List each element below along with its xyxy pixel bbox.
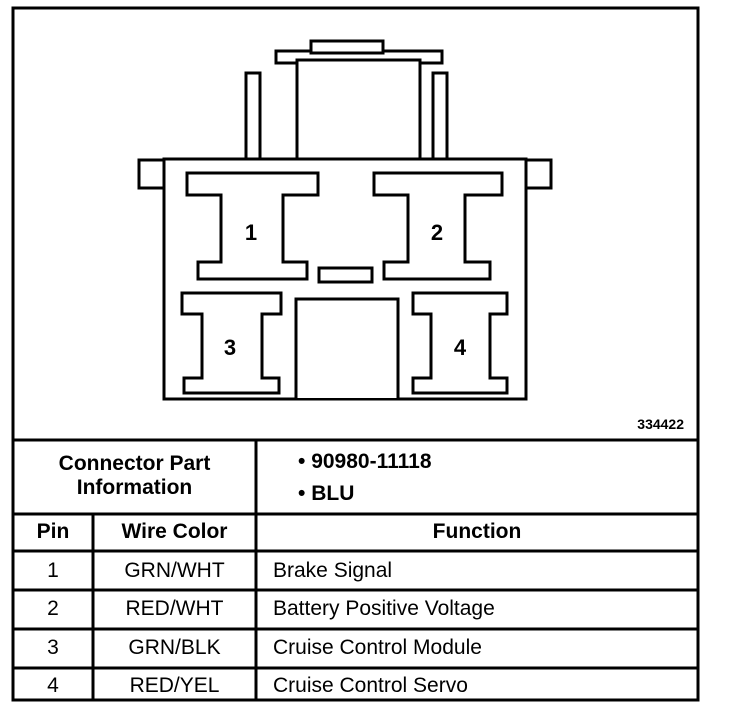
bullet-icon: • <box>298 482 306 505</box>
table-row-3-function: Cruise Control Module <box>273 636 482 659</box>
connector-info-item: • BLU <box>298 482 354 506</box>
table-row-1-function: Brake Signal <box>273 559 393 582</box>
header-function: Function <box>432 520 522 543</box>
pin-label-3: 3 <box>224 335 236 360</box>
connector-drawing <box>137 39 553 401</box>
side-post-left <box>244 71 262 163</box>
connector-color: BLU <box>311 482 355 505</box>
connector-info-label-line2: Information <box>76 476 193 499</box>
figure-number: 334422 <box>637 416 684 432</box>
center-key <box>317 266 374 284</box>
table-row-2-pin: 2 <box>47 597 59 620</box>
connector-info-label-line1: Connector Part <box>58 452 211 475</box>
pin-cavity-3 <box>180 291 283 395</box>
latch-cap-top <box>309 39 385 55</box>
connector-info-label: Connector Part Information <box>13 452 256 500</box>
center-notch <box>294 297 400 398</box>
table-row-1-wire: GRN/WHT <box>124 559 225 582</box>
side-post-right <box>431 71 449 163</box>
pin-label-4: 4 <box>454 335 467 360</box>
table-row-2-wire: RED/WHT <box>125 597 224 620</box>
latch-body <box>295 58 422 163</box>
table-row-1-pin: 1 <box>47 559 59 582</box>
pin-cavity-4 <box>411 291 509 395</box>
connector-info-item: • 90980-11118 <box>298 450 432 474</box>
table-row-4-wire: RED/YEL <box>129 674 220 697</box>
pin-label-1: 1 <box>245 220 257 245</box>
table-row-4-pin: 4 <box>47 674 59 697</box>
bullet-icon: • <box>298 450 306 473</box>
part-number: 90980-11118 <box>311 450 432 473</box>
pin-cavity-2 <box>372 171 504 281</box>
pin-label-2: 2 <box>431 220 443 245</box>
table-row-3-wire: GRN/BLK <box>128 636 221 659</box>
table-row-2-function: Battery Positive Voltage <box>273 597 495 620</box>
outer-border <box>11 6 700 702</box>
pin-cavity-1 <box>185 171 320 281</box>
table-row-3-pin: 3 <box>47 636 59 659</box>
header-pin: Pin <box>36 520 70 543</box>
header-wire-color: Wire Color <box>121 520 228 543</box>
table-row-4-function: Cruise Control Servo <box>273 674 468 697</box>
